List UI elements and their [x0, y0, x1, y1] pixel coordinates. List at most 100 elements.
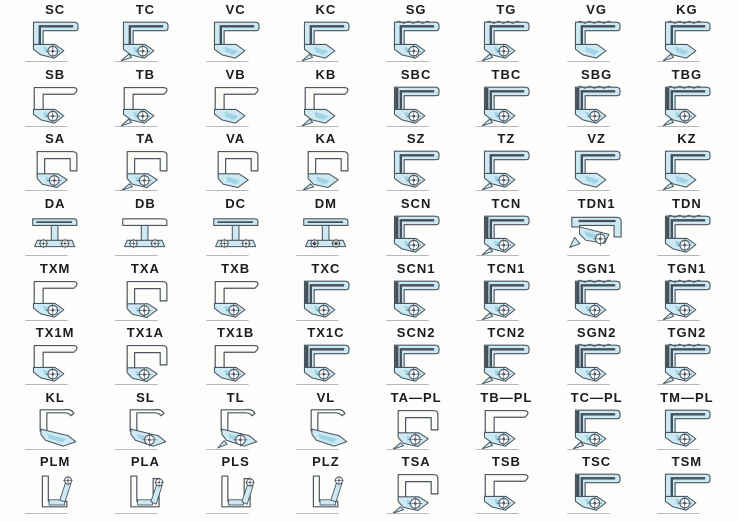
garter-spring-icon: [316, 302, 331, 317]
seal-type-label: TXM: [39, 260, 71, 276]
garter-spring-icon: [587, 496, 602, 511]
garter-spring-icon: [497, 431, 512, 446]
case-groove: [38, 25, 74, 46]
seal-type-label: TSM: [671, 454, 703, 470]
seal-case: [574, 280, 621, 307]
seal-cross-section-tbc: [476, 86, 530, 127]
bolt-icon: [129, 238, 139, 249]
garter-spring-icon: [45, 44, 60, 59]
dust-lip: [301, 53, 314, 62]
ribbed-od: [577, 343, 611, 347]
seal-case: [394, 86, 440, 113]
seal-profile-drawing: [191, 17, 281, 67]
seal-cross-section-sbg: [566, 85, 621, 127]
case-groove: [580, 89, 615, 110]
seal-profile-drawing: [191, 405, 281, 455]
base-seal: [48, 499, 66, 506]
seal-profile-drawing: [552, 340, 642, 390]
seal-type-label: SL: [136, 389, 155, 405]
garter-spring-icon: [45, 367, 60, 382]
seal-cell-vl: VL: [281, 390, 371, 455]
seal-cell-va: VA: [191, 131, 281, 196]
seal-cell-scn1: SCN1: [371, 261, 461, 326]
seal-cell-vg: VG: [552, 2, 642, 67]
bolt-icon: [334, 476, 344, 486]
seal-cell-sa: SA: [10, 131, 100, 196]
garter-spring-icon: [587, 431, 602, 446]
seal-profile-drawing: [461, 211, 551, 261]
seal-cell-tx1c: TX1C: [281, 325, 371, 390]
seal-type-label: PLM: [39, 454, 71, 470]
case-groove: [580, 154, 615, 175]
dust-lip: [662, 182, 675, 191]
case-groove: [399, 218, 435, 240]
seal-cross-section-tz: [476, 150, 530, 192]
metal-case: [310, 408, 346, 432]
seal-cell-vc: VC: [191, 2, 281, 67]
seal-cross-section-va: [205, 151, 259, 192]
bolt-icon: [38, 238, 49, 249]
dust-lip: [662, 118, 675, 126]
garter-spring-icon: [316, 367, 331, 382]
seal-type-label: TZ: [497, 131, 516, 147]
garter-spring-icon: [587, 367, 602, 382]
seal-type-label: TSA: [401, 454, 431, 470]
case-groove: [670, 154, 706, 175]
garter-spring-icon: [497, 367, 512, 382]
seal-cell-tcn2: TCN2: [461, 325, 551, 390]
garter-spring-icon: [406, 237, 421, 253]
seal-type-label: TB—PL: [480, 389, 533, 405]
seal-cell-sgn1: SGN1: [552, 261, 642, 326]
seal-type-label: KB: [315, 66, 337, 82]
seal-cross-section-dc: [205, 218, 259, 256]
seal-profile-drawing: [552, 469, 642, 519]
seal-cross-section-tc: [115, 21, 169, 62]
bolt-icon: [63, 476, 73, 486]
seal-type-label: VZ: [587, 131, 606, 147]
seal-profile-drawing: [461, 17, 551, 67]
dust-lip: [572, 441, 584, 450]
case-groove: [399, 25, 435, 46]
seal-profile-drawing: [281, 276, 371, 326]
seal-profile-drawing: [10, 405, 100, 455]
seal-type-label: SC: [45, 2, 66, 17]
seal-cross-section-kz: [657, 150, 711, 192]
seal-cell-tsa: TSA: [371, 454, 461, 519]
metal-case: [397, 409, 439, 437]
bolt-icon: [154, 477, 165, 488]
seal-cross-section-kg: [657, 20, 711, 62]
seal-type-label: KL: [45, 389, 65, 405]
garter-spring-icon: [587, 302, 602, 317]
seal-case: [570, 216, 622, 238]
garter-spring-icon: [226, 367, 241, 382]
metal-case: [126, 345, 168, 372]
dust-lip: [216, 439, 228, 449]
seal-type-label: TX1M: [35, 325, 75, 341]
case-groove: [670, 218, 706, 240]
seal-cross-section-sbc: [386, 86, 440, 127]
garter-spring-icon: [137, 173, 152, 188]
metal-case: [485, 474, 529, 501]
seal-profile-drawing: [642, 82, 732, 132]
garter-spring-icon: [677, 367, 692, 382]
seal-type-label: PLA: [130, 454, 160, 470]
metal-case: [33, 86, 78, 113]
seal-cell-ka: KA: [281, 131, 371, 196]
seal-profile-drawing: [191, 82, 281, 132]
seal-cross-section-tl: [205, 408, 257, 450]
dust-lip: [662, 376, 675, 385]
seal-cell-scn2: SCN2: [371, 325, 461, 390]
case-groove: [670, 348, 706, 369]
metal-case: [33, 280, 78, 307]
seal-cross-section-vz: [566, 150, 621, 192]
seal-case: [484, 86, 530, 113]
garter-spring-icon: [233, 432, 248, 447]
seal-type-label: TM—PL: [660, 389, 714, 405]
case-groove: [670, 89, 706, 110]
seal-type-label: TC—PL: [570, 389, 623, 405]
seal-type-label: KC: [315, 2, 337, 17]
seal-case: [574, 86, 621, 113]
seal-profile-drawing: [100, 276, 190, 326]
ribbed-od: [667, 85, 702, 89]
